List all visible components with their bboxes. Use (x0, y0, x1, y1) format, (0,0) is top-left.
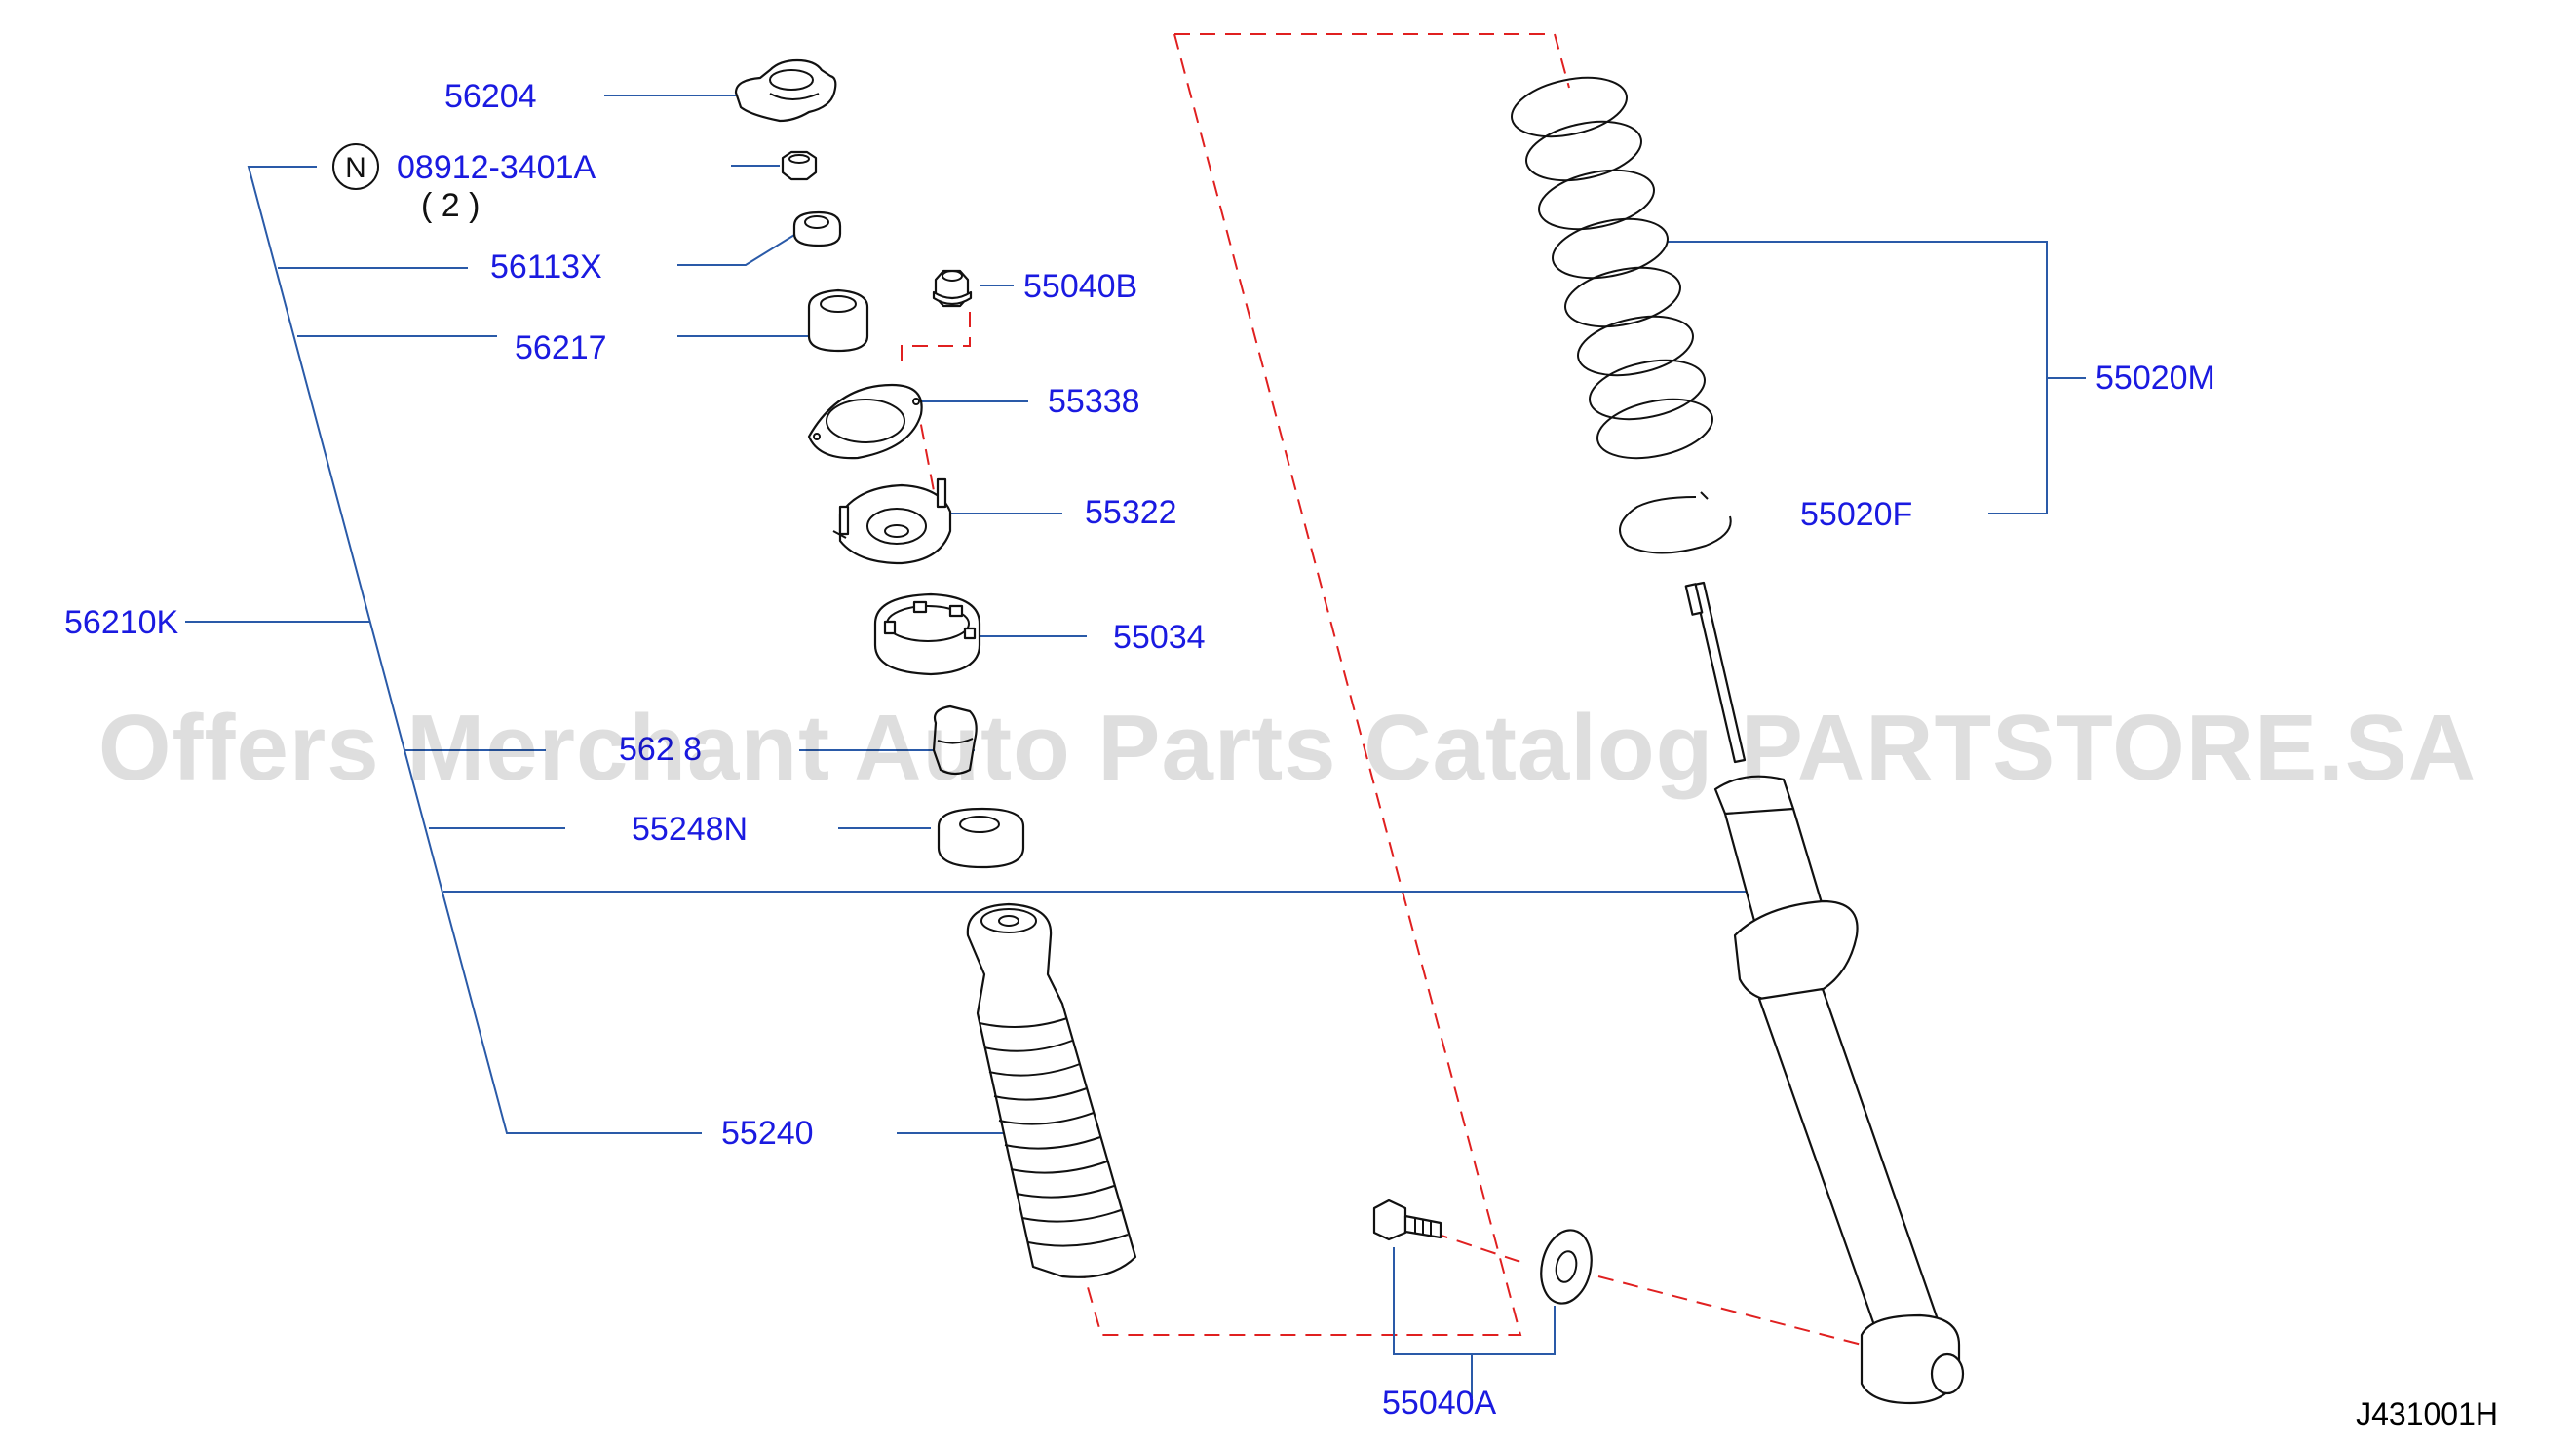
strut-mount-55322-icon (832, 477, 952, 565)
watermark-text: Offers Merchant Auto Parts Catalog PARTS… (98, 696, 2477, 800)
bolt-55040a-icon (1372, 1199, 1442, 1241)
label-55020m[interactable]: 55020M (2095, 360, 2215, 397)
label-55020f[interactable]: 55020F (1800, 496, 1912, 533)
note-n-circle-icon (332, 143, 379, 190)
washer-55040a-icon (1540, 1229, 1593, 1305)
label-56218[interactable]: 562 8 (619, 731, 702, 768)
dust-boot-55240-icon (966, 902, 1137, 1278)
shock-absorber-icon (1684, 581, 1965, 1405)
label-08912-3401a[interactable]: 08912-3401A (397, 149, 596, 186)
leader-lines (244, 95, 2086, 1398)
bump-stop-56218-icon (932, 704, 978, 776)
cap-56204-icon (734, 58, 837, 123)
nut-55040b-icon (932, 269, 973, 308)
label-55040b[interactable]: 55040B (1023, 268, 1137, 305)
quantity-note: ( 2 ) (421, 187, 480, 224)
note-n-symbol: N (345, 152, 366, 184)
bushing-56217-icon (807, 288, 869, 353)
coil-spring-55020m-icon (1511, 76, 1713, 460)
label-55040a[interactable]: 55040A (1382, 1385, 1497, 1422)
nut-08912-icon (781, 150, 818, 181)
assembly-guide-lines (901, 33, 1863, 1346)
label-56217[interactable]: 56217 (515, 329, 607, 366)
label-55240[interactable]: 55240 (721, 1115, 814, 1152)
label-55322[interactable]: 55322 (1085, 494, 1177, 531)
part-labels: 56204 N 08912-3401A ( 2 ) 56113X 56217 5… (64, 78, 2215, 1422)
label-56204[interactable]: 56204 (444, 78, 537, 115)
label-56113x[interactable]: 56113X (490, 248, 602, 285)
label-55338[interactable]: 55338 (1048, 383, 1140, 420)
label-56210k[interactable]: 56210K (64, 604, 179, 641)
washer-56113x-icon (792, 210, 842, 247)
label-55248n[interactable]: 55248N (632, 811, 748, 848)
label-55034[interactable]: 55034 (1113, 619, 1206, 656)
insulator-plate-55338-icon (807, 383, 923, 460)
rubber-seat-55248n-icon (937, 807, 1025, 869)
drawing-id: J431001H (2356, 1396, 2498, 1431)
spring-insulator-55020f-icon (1619, 491, 1732, 554)
spring-seat-55034-icon (873, 592, 981, 676)
